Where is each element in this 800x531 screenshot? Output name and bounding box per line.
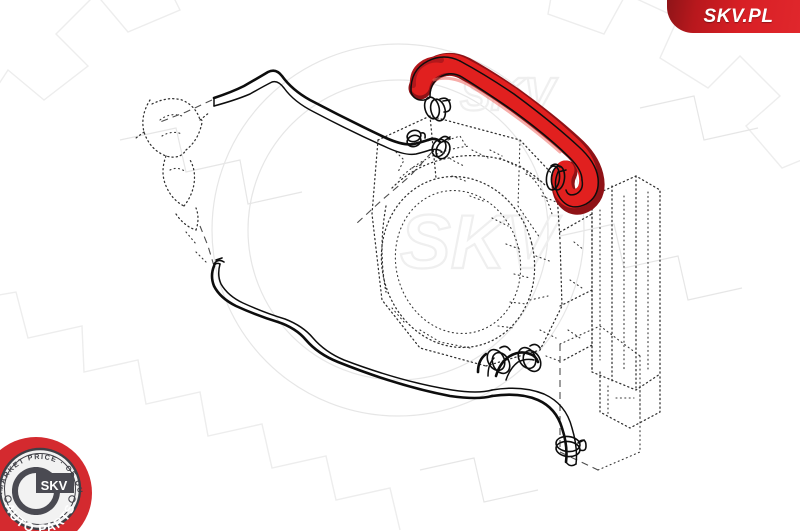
- hose-clamp-red-left: [423, 96, 452, 122]
- watermark-skv-center: SKV: [399, 199, 563, 286]
- svg-text:SKV: SKV: [400, 200, 562, 285]
- seal-gear-icon: SKV: [12, 467, 74, 515]
- hose-clamp-branch-2: [517, 343, 542, 373]
- seal-center-label: SKV: [41, 478, 68, 493]
- hose-clamp-left-small: [406, 129, 426, 148]
- quality-seal: SKV AFTERMARKET PRICE · OE QUALITY AUTO …: [0, 427, 100, 531]
- engine-block-hidden-lines: [135, 98, 211, 231]
- upper-hose: [212, 69, 451, 160]
- hose-clamp-upper: [431, 135, 451, 160]
- leader-line-upper: [159, 99, 213, 123]
- hose-clamp-red-right: [545, 163, 566, 191]
- brand-banner-label: SKV.PL: [703, 5, 774, 27]
- leader-line-red-hose: [355, 151, 433, 225]
- coolant-hose-highlighted: [408, 52, 605, 215]
- leader-line-center: [199, 225, 215, 267]
- brand-banner: SKV.PL: [667, 0, 800, 33]
- radiator-outline: [559, 175, 661, 429]
- hidden-detail-speckle: [185, 149, 563, 363]
- hose-clamp-branch-1: [486, 345, 511, 375]
- lower-hose: [210, 257, 587, 467]
- bellhousing-outline: [380, 145, 553, 349]
- mount-bracket-outline: [559, 325, 641, 471]
- hose-clamp-outlet: [555, 435, 587, 458]
